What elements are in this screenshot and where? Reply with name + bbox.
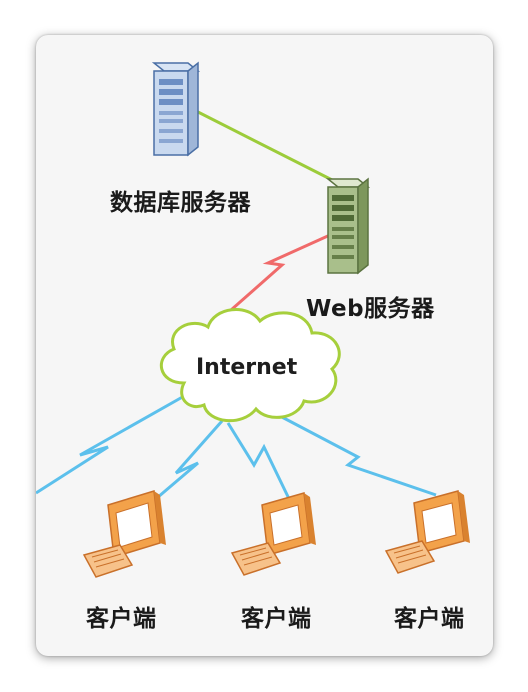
web-to-internet-link xyxy=(213,233,331,327)
web-server-icon xyxy=(325,177,371,275)
internet-to-client-1-link xyxy=(143,420,224,511)
db-server-icon xyxy=(151,61,201,157)
network-diagram xyxy=(36,61,470,578)
client-3-computer-icon xyxy=(384,490,470,574)
db-to-web-link xyxy=(195,109,347,189)
internet-to-client-2-link xyxy=(226,422,294,506)
client-1-computer-icon xyxy=(82,490,166,578)
client-2-computer-icon xyxy=(230,492,316,576)
db-server-label: 数据库服务器 xyxy=(110,190,251,216)
web-server-label: Web服务器 xyxy=(306,296,435,322)
client-3-label: 客户端 xyxy=(394,606,465,632)
internet-cloud-icon xyxy=(159,308,341,423)
diagram-card: 数据库服务器 Web服务器 Internet 客户端 客户端 客户端 xyxy=(36,35,493,656)
client-2-label: 客户端 xyxy=(241,606,312,632)
internet-to-client-3-link xyxy=(277,413,437,497)
internet-label: Internet xyxy=(196,355,298,380)
client-1-label: 客户端 xyxy=(86,606,157,632)
internet-to-edge-link xyxy=(36,393,187,495)
